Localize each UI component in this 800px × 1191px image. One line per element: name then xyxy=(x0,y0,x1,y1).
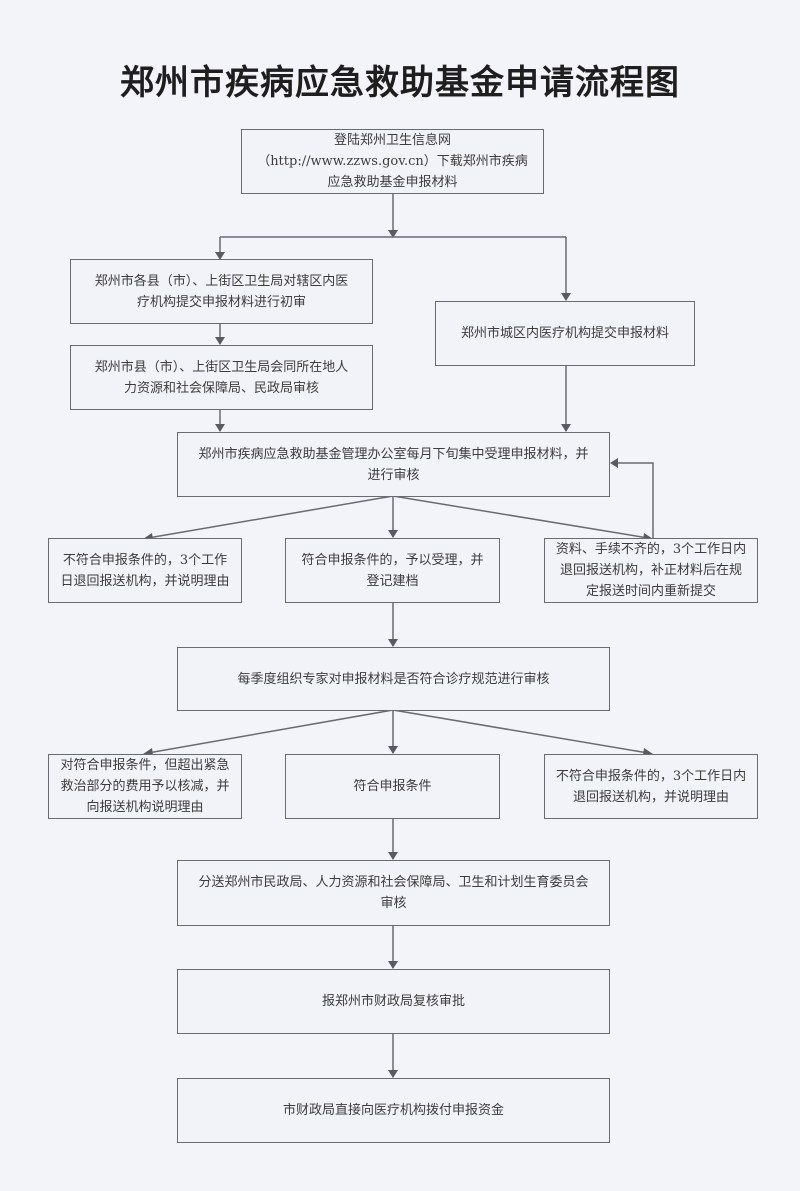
page-title: 郑州市疾病应急救助基金申请流程图 xyxy=(120,63,680,103)
edge-expert-reject2 xyxy=(392,709,649,754)
node-county-joint-review: 郑州市县（市）、上街区卫生局会同所在地人 力资源和社会保障局、民政局审核 xyxy=(70,345,373,410)
arrowhead xyxy=(388,1070,398,1078)
node-fund-office-review-text: 郑州市疾病应急救助基金管理办公室每月下旬集中受理申报材料，并 进行审核 xyxy=(198,446,589,483)
node-download-text: 登陆郑州卫生信息网 （http://www.zzws.gov.cn）下载郑州市疾… xyxy=(257,133,528,190)
node-download: 登陆郑州卫生信息网 （http://www.zzws.gov.cn）下载郑州市疾… xyxy=(241,129,544,194)
node-reject-1: 不符合申报条件的，3个工作 日退回报送机构，并说明理由 xyxy=(48,538,242,603)
arrowhead xyxy=(388,639,398,647)
arrowhead xyxy=(388,530,398,538)
node-fund-office-review: 郑州市疾病应急救助基金管理办公室每月下旬集中受理申报材料，并 进行审核 xyxy=(177,432,610,497)
node-county-initial-review-text: 郑州市各县（市）、上街区卫生局对辖区内医 疗机构提交申报材料进行初审 xyxy=(94,273,349,310)
node-accept: 符合申报条件的，予以受理，并 登记建档 xyxy=(285,538,500,603)
node-reject-2-text: 不符合申报条件的，3个工作日内 退回报送机构，并说明理由 xyxy=(555,768,747,805)
node-county-joint-review-text: 郑州市县（市）、上街区卫生局会同所在地人 力资源和社会保障局、民政局审核 xyxy=(94,359,349,396)
edge-incomplete-feedback xyxy=(612,462,654,538)
arrowhead xyxy=(610,458,618,468)
edge-fund-incomplete xyxy=(392,495,649,539)
node-qualified-text: 符合申报条件 xyxy=(353,779,432,794)
node-multi-dept-review-text: 分送郑州市民政局、人力资源和社会保障局、卫生和计划生育委员会 审核 xyxy=(198,875,589,911)
arrowhead xyxy=(215,252,225,260)
node-incomplete: 资料、手续不齐的，3个工作日内 退回报送机构，补正材料后在规 定报送时间内重新提… xyxy=(544,538,758,603)
node-payment: 市财政局直接向医疗机构拨付申报资金 xyxy=(177,1078,610,1143)
arrowhead xyxy=(215,424,225,432)
node-reject-2: 不符合申报条件的，3个工作日内 退回报送机构，并说明理由 xyxy=(544,754,758,819)
node-county-initial-review: 郑州市各县（市）、上街区卫生局对辖区内医 疗机构提交申报材料进行初审 xyxy=(70,259,373,324)
node-multi-dept-review: 分送郑州市民政局、人力资源和社会保障局、卫生和计划生育委员会 审核 xyxy=(177,860,610,926)
arrowhead xyxy=(561,293,571,301)
arrowhead xyxy=(215,337,225,345)
node-partial-reduce: 对符合申报条件，但超出紧急 救治部分的费用予以核减，并 向报送机构说明理由 xyxy=(48,754,242,819)
arrowhead xyxy=(388,852,398,860)
edge-expert-partial xyxy=(147,709,394,754)
arrowhead xyxy=(388,746,398,754)
node-expert-review: 每季度组织专家对申报材料是否符合诊疗规范进行审核 xyxy=(177,647,610,711)
node-city-submit-text: 郑州市城区内医疗机构提交申报材料 xyxy=(460,326,669,341)
node-accept-text: 符合申报条件的，予以受理，并 登记建档 xyxy=(301,552,484,589)
node-expert-review-text: 每季度组织专家对申报材料是否符合诊疗规范进行审核 xyxy=(237,671,550,687)
edge-fund-reject1 xyxy=(147,495,394,539)
node-city-submit: 郑州市城区内医疗机构提交申报材料 xyxy=(435,301,695,366)
arrowhead xyxy=(388,961,398,969)
node-incomplete-text: 资料、手续不齐的，3个工作日内 退回报送机构，补正材料后在规 定报送时间内重新提… xyxy=(555,542,747,599)
node-payment-text: 市财政局直接向医疗机构拨付申报资金 xyxy=(282,1103,504,1118)
node-finance-approval: 报郑州市财政局复核审批 xyxy=(177,969,610,1034)
node-reject-1-text: 不符合申报条件的，3个工作 日退回报送机构，并说明理由 xyxy=(60,552,230,589)
arrowhead xyxy=(388,230,398,238)
node-finance-approval-text: 报郑州市财政局复核审批 xyxy=(321,994,465,1009)
arrowhead xyxy=(561,424,571,432)
node-partial-reduce-text: 对符合申报条件，但超出紧急 救治部分的费用予以核减，并 向报送机构说明理由 xyxy=(60,758,230,815)
node-qualified: 符合申报条件 xyxy=(285,754,500,819)
